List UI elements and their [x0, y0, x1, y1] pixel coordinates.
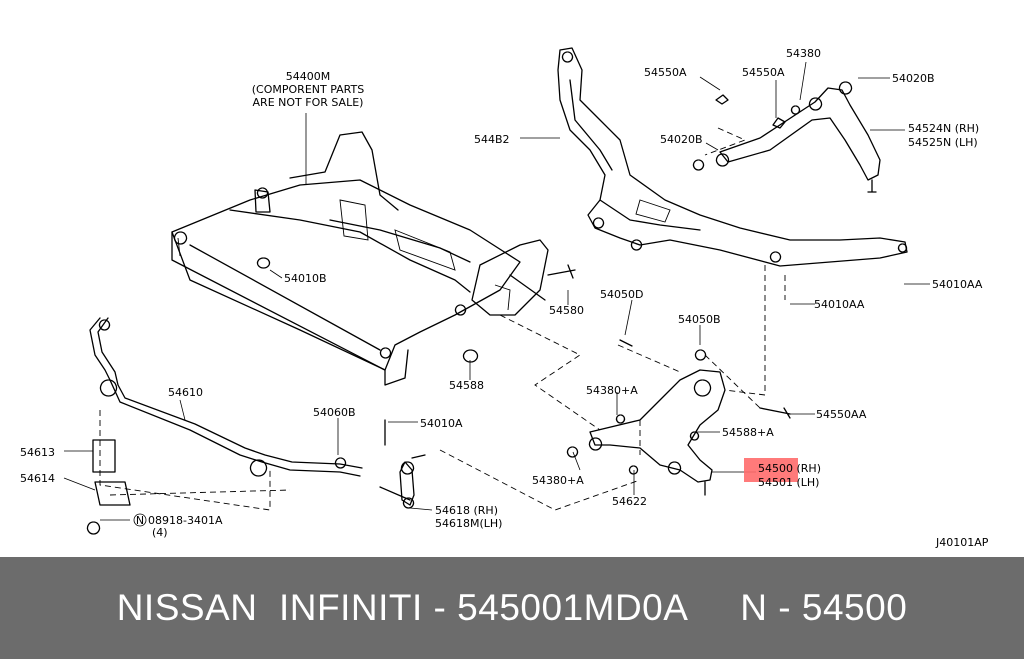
member-drawing [557, 47, 908, 267]
label-54050b[interactable]: 54050B [678, 313, 721, 326]
label-544b2[interactable]: 544B2 [474, 133, 510, 146]
label-54618[interactable]: 54618 (RH) [435, 504, 498, 517]
label-54525n[interactable]: 54525N (LH) [908, 136, 978, 149]
label-54500[interactable]: 54500 (RH) [758, 462, 821, 475]
label-54622[interactable]: 54622 [612, 495, 647, 508]
label-nut-symbol: N [136, 514, 144, 527]
parts-diagram: 54400M (COMPORENT PARTS ARE NOT FOR SALE… [20, 47, 989, 549]
highlight-box [744, 458, 798, 482]
label-54588a[interactable]: 54588+A [722, 426, 774, 439]
leader-lines [63, 61, 930, 521]
footer-banner: NISSAN INFINITI - 545001MD0A N - 54500 [0, 557, 1024, 659]
part-labels: 54400M (COMPORENT PARTS ARE NOT FOR SALE… [20, 47, 989, 549]
label-54380[interactable]: 54380 [786, 47, 821, 60]
stabilizer-drawing [86, 317, 411, 535]
label-54380a-2[interactable]: 54380+A [532, 474, 584, 487]
lower-arm-drawing [566, 339, 791, 496]
label-54380a-1[interactable]: 54380+A [586, 384, 638, 397]
label-54010b[interactable]: 54010B [284, 272, 327, 285]
label-54400m[interactable]: 54400M [286, 70, 330, 83]
label-54550a-2[interactable]: 54550A [742, 66, 785, 79]
label-08918[interactable]: 08918-3401A [148, 514, 223, 527]
label-54614[interactable]: 54614 [20, 472, 55, 485]
label-54550a-1[interactable]: 54550A [644, 66, 687, 79]
label-54010aa-2[interactable]: 54010AA [814, 298, 865, 311]
label-54400m-note1: (COMPORENT PARTS [252, 83, 364, 96]
nut-symbol-circle [133, 513, 147, 527]
label-54588[interactable]: 54588 [449, 379, 484, 392]
label-54010a[interactable]: 54010A [420, 417, 463, 430]
stabilizer-link-drawing [399, 454, 426, 509]
label-54580[interactable]: 54580 [549, 304, 584, 317]
label-54020b-1[interactable]: 54020B [892, 72, 935, 85]
label-54050d[interactable]: 54050D [600, 288, 643, 301]
label-54501[interactable]: 54501 (LH) [758, 476, 819, 489]
label-54550aa[interactable]: 54550AA [816, 408, 867, 421]
assembly-lines [99, 127, 786, 511]
label-54400m-note2: ARE NOT FOR SALE) [253, 96, 364, 109]
footer-part-text: NISSAN INFINITI - 545001MD0A N - 54500 [116, 587, 908, 628]
label-54610[interactable]: 54610 [168, 386, 203, 399]
label-54060b[interactable]: 54060B [313, 406, 356, 419]
label-08918-qty: (4) [152, 526, 168, 539]
label-54618m[interactable]: 54618M(LH) [435, 517, 502, 530]
upper-link-drawing [692, 81, 881, 193]
label-54020b-2[interactable]: 54020B [660, 133, 703, 146]
label-54613[interactable]: 54613 [20, 446, 55, 459]
label-54010aa-1[interactable]: 54010AA [932, 278, 983, 291]
label-54524n[interactable]: 54524N (RH) [908, 122, 979, 135]
reference-code: J40101AP [935, 536, 989, 549]
subframe-drawing [171, 131, 576, 386]
